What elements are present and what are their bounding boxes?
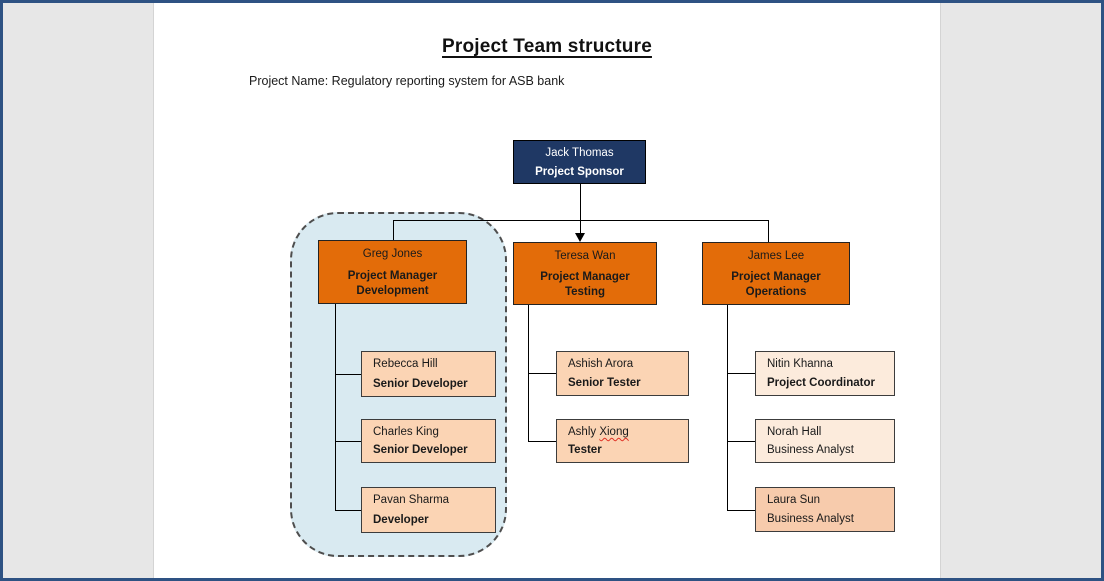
connector-stub-charles (335, 441, 361, 442)
connector-horizontal (393, 220, 769, 221)
org-box-member-rebecca-hill: Rebecca Hill Senior Developer (361, 351, 496, 397)
person-name: Norah Hall (767, 426, 822, 438)
org-box-member-charles-king: Charles King Senior Developer (361, 419, 496, 463)
person-name: Ashly Xiong (568, 425, 680, 439)
person-name: James Lee (747, 250, 805, 262)
connector-stub-norah (727, 441, 755, 442)
connector-stub-ashish (528, 373, 556, 374)
org-box-manager-development: Greg Jones Project Manager Development (318, 240, 467, 304)
person-role: Project Sponsor (535, 165, 624, 178)
person-role: Tester (568, 443, 602, 456)
person-role: Business Analyst (767, 443, 854, 456)
connector-sponsor-drop (580, 184, 581, 220)
person-role: Project Manager Operations (731, 271, 821, 298)
connector-stub-development (393, 220, 394, 241)
person-role: Senior Developer (373, 377, 468, 390)
person-role: Developer (373, 513, 429, 526)
person-role: Senior Developer (373, 443, 468, 456)
person-name: Nitin Khanna (767, 358, 833, 370)
project-name-line: Project Name: Regulatory reporting syste… (249, 74, 565, 88)
person-name: Ashish Arora (568, 358, 634, 370)
connector-stub-operations (768, 220, 769, 242)
org-box-member-ashly-xiong: Ashly Xiong Tester (556, 419, 689, 463)
org-box-member-laura-sun: Laura Sun Business Analyst (755, 487, 895, 532)
page-title-text: Project Team structure (442, 36, 652, 57)
org-box-member-norah-hall: Norah Hall Business Analyst (755, 419, 895, 463)
person-name: Laura Sun (767, 494, 821, 506)
connector-operations-drop (727, 305, 728, 510)
person-role: Project Manager Testing (540, 271, 630, 298)
org-box-member-pavan-sharma: Pavan Sharma Developer (361, 487, 496, 533)
connector-stub-rebecca (335, 374, 361, 375)
person-name: Charles King (373, 426, 439, 438)
person-name: Rebecca Hill (373, 358, 438, 370)
org-box-manager-operations: James Lee Project Manager Operations (702, 242, 850, 305)
org-box-member-nitin-khanna: Nitin Khanna Project Coordinator (755, 351, 895, 396)
person-role: Senior Tester (568, 376, 641, 389)
org-box-manager-testing: Teresa Wan Project Manager Testing (513, 242, 657, 305)
connector-stub-testing (580, 220, 581, 235)
connector-stub-pavan (335, 510, 361, 511)
connector-stub-nitin (727, 373, 755, 374)
person-role: Business Analyst (767, 512, 854, 525)
person-name: Jack Thomas (545, 147, 614, 159)
org-box-project-sponsor: Jack Thomas Project Sponsor (513, 140, 646, 184)
person-name: Pavan Sharma (373, 494, 450, 506)
person-role: Project Coordinator (767, 376, 875, 389)
connector-stub-laura (727, 510, 755, 511)
person-name: Greg Jones (362, 248, 423, 260)
person-role: Project Manager Development (347, 270, 438, 297)
connector-development-drop (335, 304, 336, 510)
person-name: Teresa Wan (554, 250, 616, 262)
connector-stub-ashly (528, 441, 556, 442)
org-box-member-ashish-arora: Ashish Arora Senior Tester (556, 351, 689, 396)
person-first-name: Ashly (568, 426, 597, 438)
page-title: Project Team structure (153, 36, 941, 58)
arrow-down-icon (575, 233, 585, 242)
misspelled-word: Xiong (599, 426, 629, 438)
